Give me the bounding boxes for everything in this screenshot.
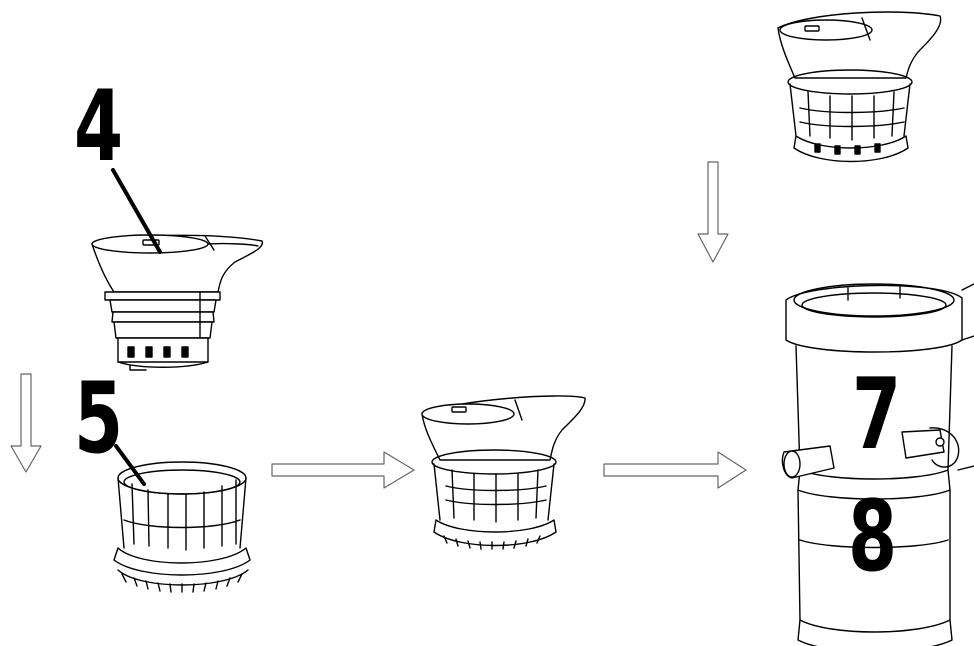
arrow-down-right <box>697 161 729 263</box>
assembled-screen-brush-drawing <box>421 395 586 550</box>
arrow-right-2 <box>603 451 747 489</box>
juicing-screen-drawing <box>91 234 264 371</box>
top-right-assembled-drawing <box>777 11 942 163</box>
arrow-right-1 <box>271 451 415 489</box>
rotating-brush-drawing <box>113 461 251 593</box>
callout-8: 8 <box>848 480 898 594</box>
arrow-down-left <box>10 373 42 473</box>
callout-4: 4 <box>74 70 124 184</box>
callout-7: 7 <box>852 358 902 472</box>
callout-5: 5 <box>74 362 124 476</box>
juicing-bowl-drawing <box>781 283 974 646</box>
leader-line-4 <box>111 168 162 254</box>
leader-line-5 <box>114 444 146 486</box>
